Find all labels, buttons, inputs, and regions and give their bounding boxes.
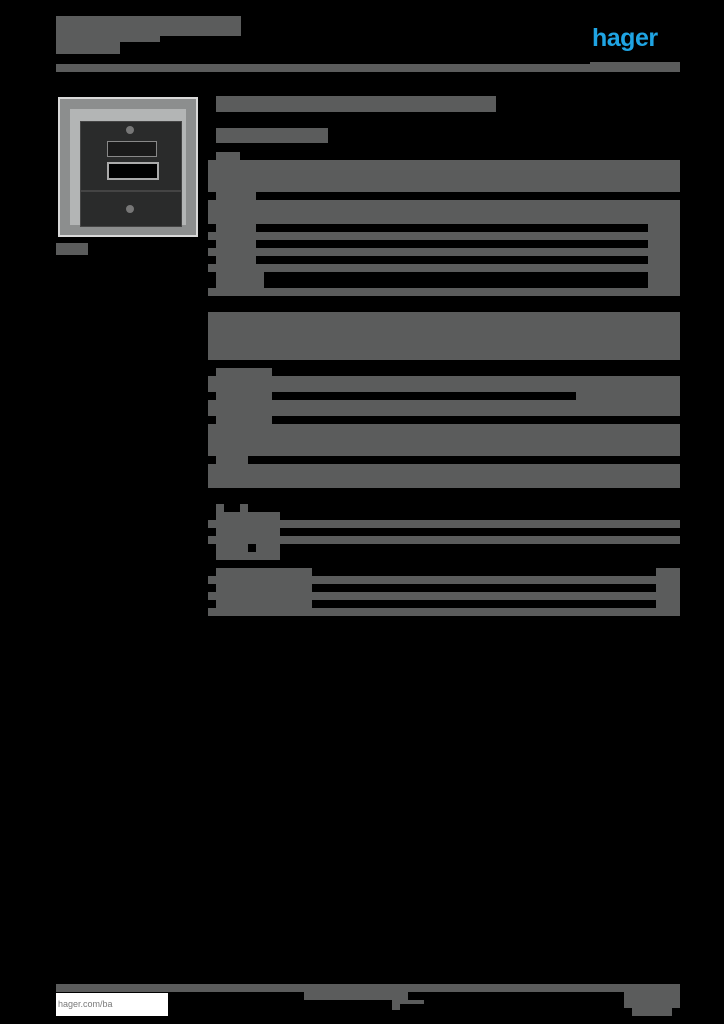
header-rule (56, 64, 680, 72)
glyph-gap (248, 544, 256, 552)
spec-row (208, 232, 648, 240)
spec-row (208, 520, 680, 528)
spec-label (240, 504, 248, 512)
spec-label (216, 456, 248, 464)
logo-underline (590, 62, 680, 64)
spec-row (208, 608, 680, 616)
product-image (58, 97, 198, 237)
spec-row-value (576, 392, 680, 400)
document-title-line2 (56, 36, 120, 54)
spec-row-value (648, 200, 680, 296)
screw-icon (126, 126, 134, 134)
spec-row (208, 376, 680, 392)
document-title (56, 16, 241, 36)
spec-row (208, 200, 680, 224)
document-subtitle (120, 36, 160, 42)
product-subheading (216, 128, 328, 143)
spec-section-1 (208, 160, 680, 192)
spec-row (208, 464, 680, 488)
website-link[interactable]: hager.com/ba (56, 993, 168, 1016)
spec-label-column (216, 192, 256, 264)
spec-row (208, 592, 680, 600)
spec-row (208, 576, 680, 584)
product-heading (216, 96, 496, 112)
spec-row (208, 288, 680, 296)
spec-row (208, 264, 680, 272)
screw-icon (126, 205, 134, 213)
footer-rule (56, 984, 680, 992)
spec-row (208, 400, 680, 416)
spec-row-value (656, 568, 680, 616)
spec-label (216, 504, 224, 512)
footer-center-text (304, 992, 408, 1000)
module-slot-1 (107, 141, 157, 157)
spec-row (208, 424, 680, 456)
image-caption (56, 243, 88, 255)
glyph-gap (232, 296, 248, 304)
module-slot-2 (107, 162, 159, 180)
footer-center-text (392, 1000, 424, 1004)
spec-row (208, 248, 680, 256)
spec-label (216, 152, 240, 160)
spec-row (208, 536, 680, 544)
spec-label (216, 272, 264, 296)
footer-center-text (392, 1004, 400, 1010)
hager-logo: hager (592, 24, 658, 52)
spec-label-column (216, 368, 272, 424)
footer-page-info (624, 992, 680, 1008)
spec-section-2 (208, 312, 680, 360)
footer-page-info (632, 1008, 672, 1016)
